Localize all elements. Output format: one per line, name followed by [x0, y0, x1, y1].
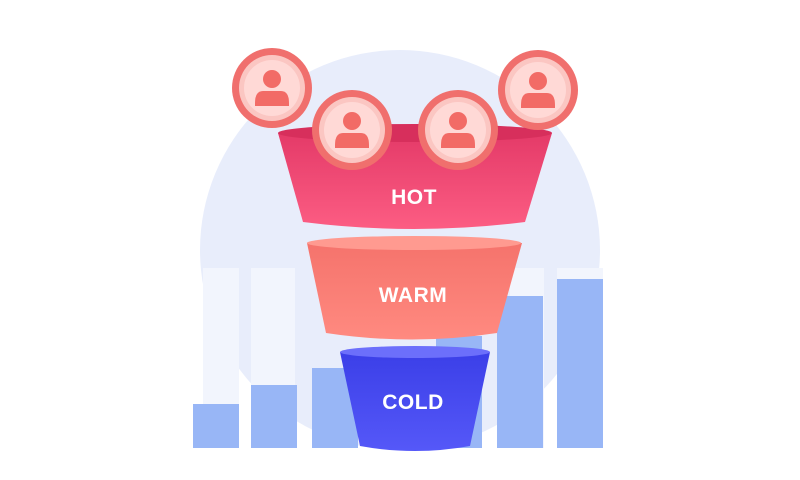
funnel-stage-warm: WARM	[307, 236, 522, 340]
user-avatar-icon	[498, 50, 578, 130]
user-avatar-icon	[232, 48, 312, 128]
funnel-stage-cold: COLD	[340, 346, 490, 451]
bar	[193, 404, 239, 448]
funnel-cold-rim	[340, 346, 490, 358]
lead-avatars	[232, 48, 578, 170]
funnel-label-cold: COLD	[382, 391, 444, 414]
user-avatar-icon	[312, 90, 392, 170]
funnel-warm-rim	[307, 236, 521, 250]
bar	[557, 279, 603, 448]
bar	[497, 296, 543, 448]
funnel-warm-body	[307, 243, 522, 340]
funnel-cold-body	[340, 352, 490, 451]
funnel-label-hot: HOT	[391, 186, 437, 209]
user-avatar-icon	[418, 90, 498, 170]
bar	[251, 385, 297, 448]
funnel-label-warm: WARM	[379, 284, 448, 307]
